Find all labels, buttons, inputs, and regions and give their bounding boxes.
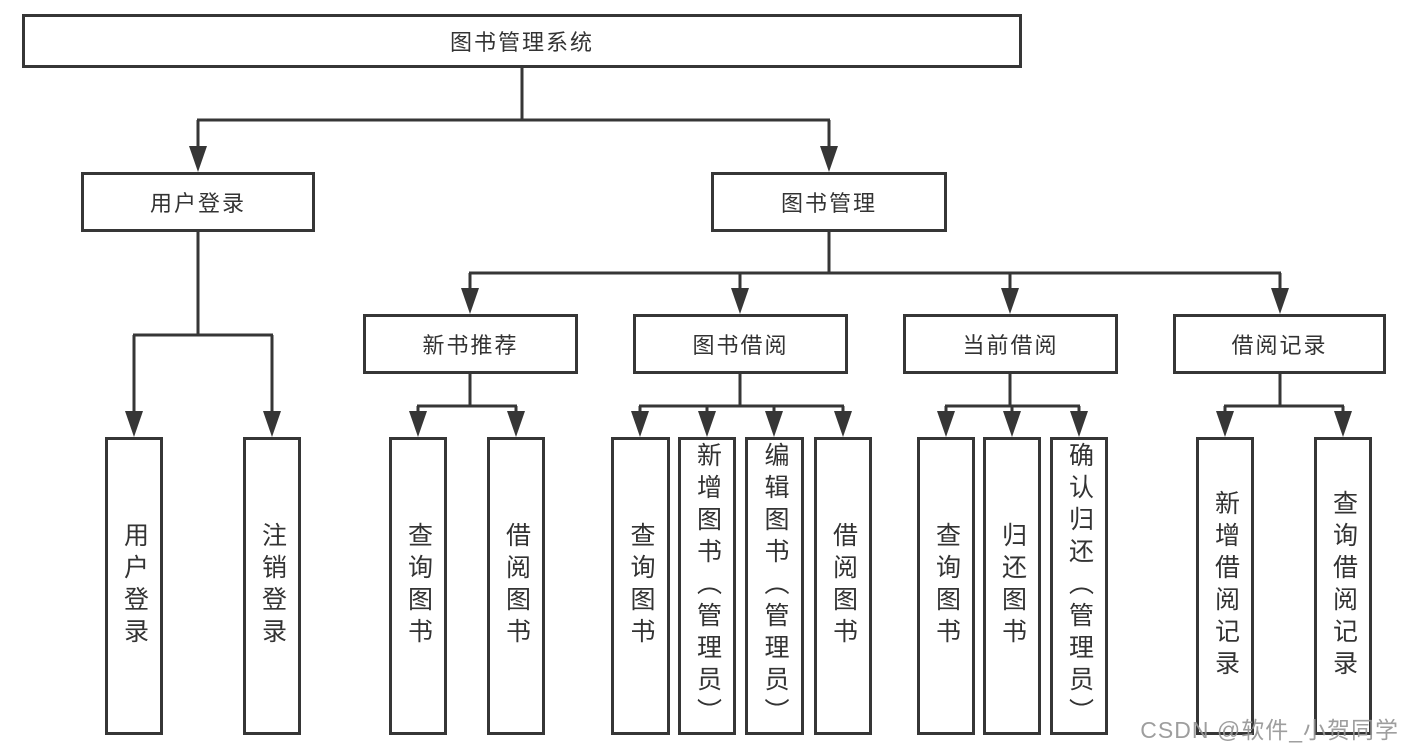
leaf-query-borrow-record: 查询借阅记录 <box>1314 437 1372 735</box>
node-label: 图书借阅 <box>692 333 789 358</box>
node-book-management: 图书管理 <box>711 172 947 232</box>
node-book-borrowing: 图书借阅 <box>633 314 848 374</box>
node-label: 用户登录 <box>120 522 149 650</box>
arrowhead-icon <box>263 411 281 437</box>
node-label: 查询图书 <box>932 522 961 650</box>
arrowhead-icon <box>1070 411 1088 437</box>
arrowhead-icon <box>698 411 716 437</box>
arrowhead-icon <box>631 411 649 437</box>
node-user-login: 用户登录 <box>81 172 315 232</box>
node-label: 用户登录 <box>149 191 246 216</box>
node-label: 查询图书 <box>404 522 433 650</box>
arrowhead-icon <box>1001 288 1019 314</box>
node-label: 图书管理系统 <box>449 30 594 55</box>
arrowhead-icon <box>937 411 955 437</box>
leaf-add-borrow-record: 新增借阅记录 <box>1196 437 1254 735</box>
leaf-query-books-borrowing: 查询图书 <box>611 437 670 735</box>
csdn-watermark: CSDN @软件_小贺同学 <box>1140 717 1399 743</box>
arrowhead-icon <box>461 288 479 314</box>
node-label: 借阅记录 <box>1231 333 1328 358</box>
node-label: 确认归还（管理员） <box>1065 442 1094 730</box>
node-label: 查询借阅记录 <box>1329 490 1358 682</box>
node-label: 注销登录 <box>258 522 287 650</box>
node-label: 查询图书 <box>627 522 655 650</box>
leaf-confirm-return-admin: 确认归还（管理员） <box>1050 437 1108 735</box>
arrowhead-icon <box>125 411 143 437</box>
arrowhead-icon <box>1003 411 1021 437</box>
node-label: 新书推荐 <box>422 333 519 358</box>
arrowhead-icon <box>1334 411 1352 437</box>
leaf-borrow-books-borrowing: 借阅图书 <box>814 437 872 735</box>
arrowhead-icon <box>507 411 525 437</box>
node-borrowing-records: 借阅记录 <box>1173 314 1386 374</box>
arrowhead-icon <box>731 288 749 314</box>
arrowhead-icon <box>834 411 852 437</box>
node-label: 当前借阅 <box>962 333 1059 358</box>
arrowhead-icon <box>189 146 207 172</box>
leaf-logout: 注销登录 <box>243 437 301 735</box>
arrowhead-icon <box>409 411 427 437</box>
node-label: 借阅图书 <box>829 522 858 650</box>
leaf-user-login: 用户登录 <box>105 437 163 735</box>
leaf-add-book-admin: 新增图书（管理员） <box>678 437 736 735</box>
node-label: 新增图书（管理员） <box>693 442 722 730</box>
arrowhead-icon <box>765 411 783 437</box>
node-label: 借阅图书 <box>502 522 531 650</box>
leaf-return-book: 归还图书 <box>983 437 1041 735</box>
node-label: 归还图书 <box>998 522 1027 650</box>
leaf-query-books-recommend: 查询图书 <box>389 437 447 735</box>
arrowhead-icon <box>1216 411 1234 437</box>
node-current-borrowing: 当前借阅 <box>903 314 1118 374</box>
node-label: 图书管理 <box>780 191 877 216</box>
arrowhead-icon <box>820 146 838 172</box>
node-label: 新增借阅记录 <box>1211 490 1240 682</box>
node-library-management-system: 图书管理系统 <box>22 14 1022 68</box>
leaf-query-books-current: 查询图书 <box>917 437 975 735</box>
node-label: 编辑图书（管理员） <box>761 442 789 730</box>
node-new-book-recommendation: 新书推荐 <box>363 314 578 374</box>
leaf-borrow-books-recommend: 借阅图书 <box>487 437 545 735</box>
leaf-edit-book-admin: 编辑图书（管理员） <box>745 437 804 735</box>
arrowhead-icon <box>1271 288 1289 314</box>
